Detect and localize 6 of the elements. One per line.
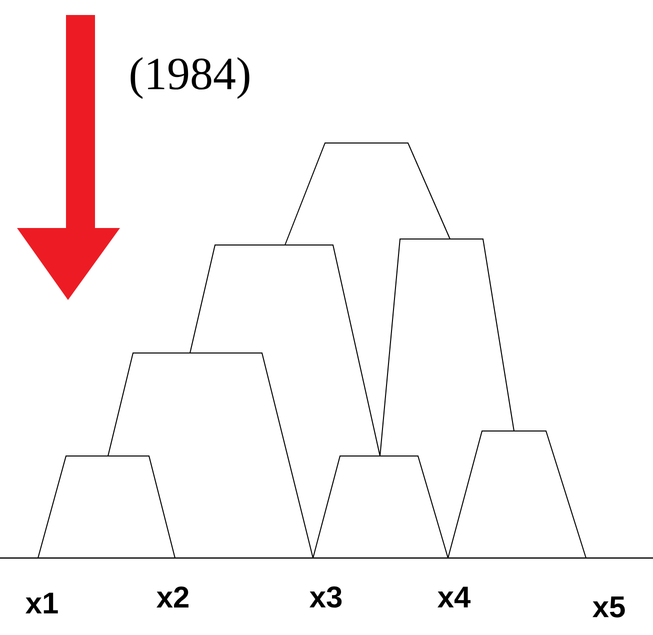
axis-label: x4: [438, 586, 471, 608]
year-label: (1984): [130, 57, 250, 99]
axis-label: x2: [156, 586, 188, 608]
axis-label: x3: [310, 586, 342, 608]
axis-label: x1: [26, 592, 58, 614]
axis-label: x5: [592, 596, 625, 618]
